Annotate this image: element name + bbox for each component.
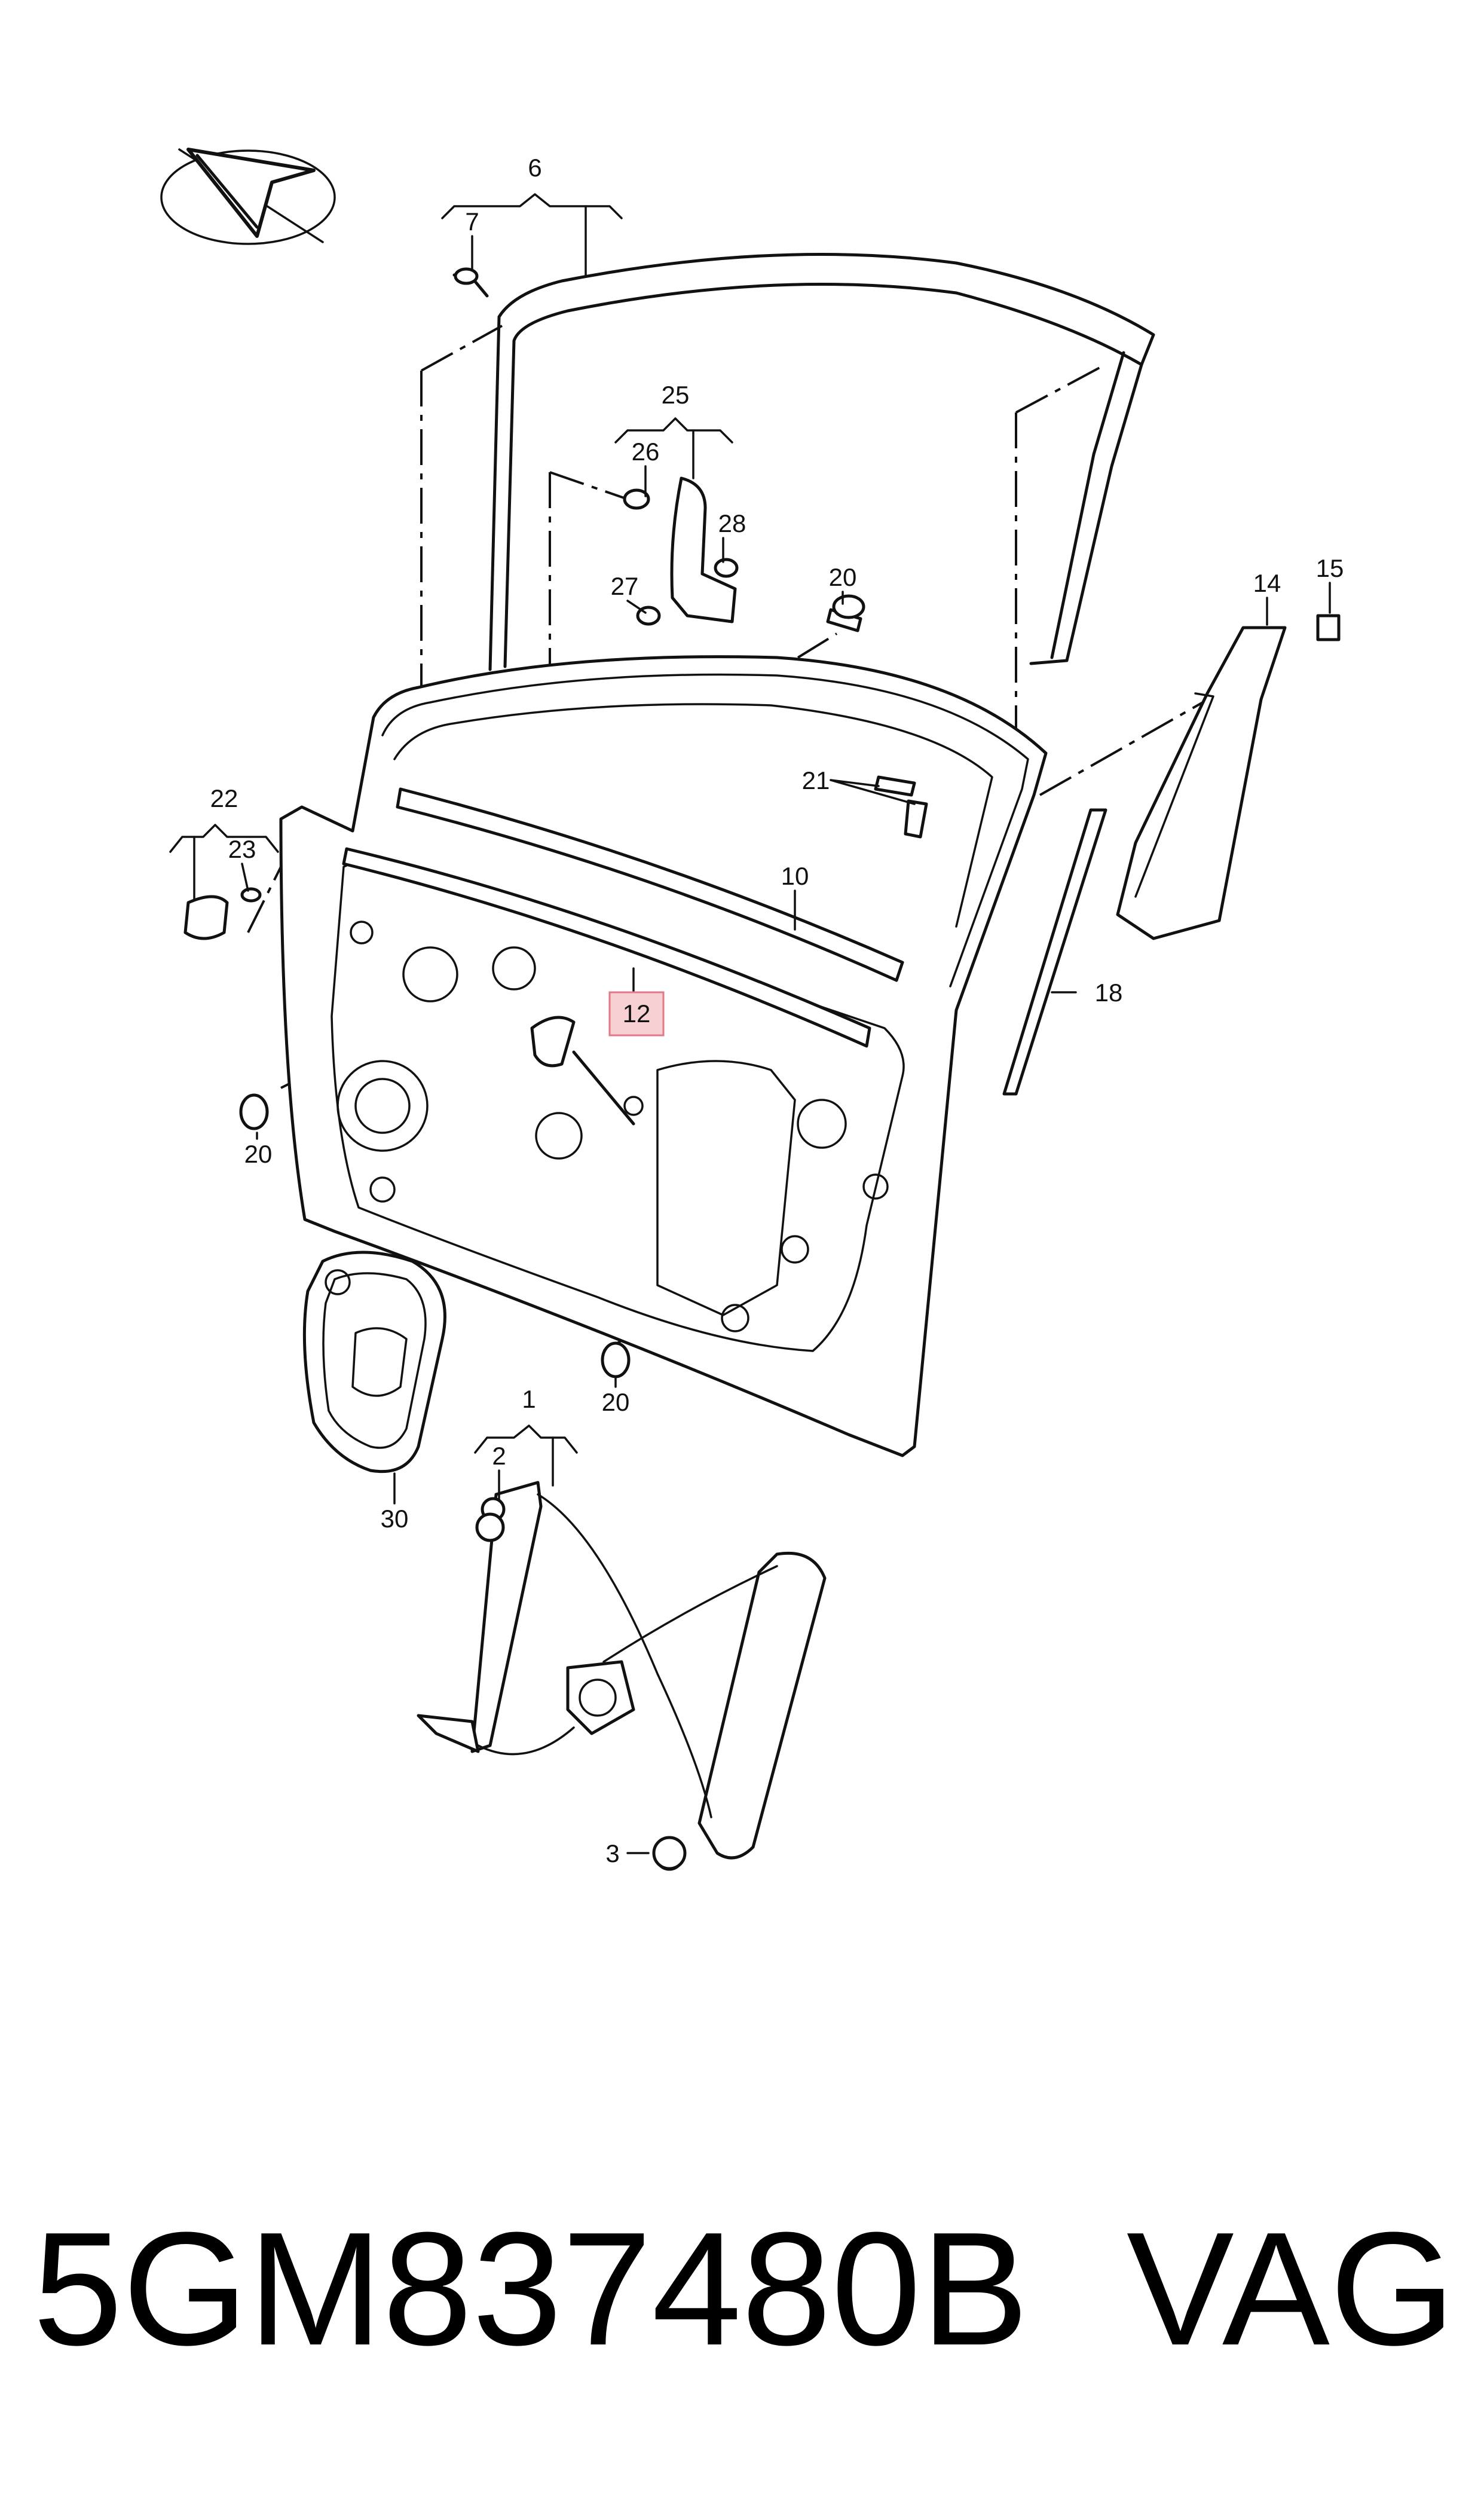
cover-plate — [302, 1251, 446, 1473]
callout-10: 10 — [781, 862, 809, 890]
door-seal-strip — [1002, 808, 1107, 1096]
callout-3: 3 — [605, 1839, 619, 1867]
callout-12: 12 — [623, 999, 651, 1028]
footer: 5GM837480B VAG — [33, 2199, 1455, 2379]
window-regulator — [417, 1481, 827, 1871]
brand-name: VAG — [1126, 2199, 1455, 2379]
callout-20-left: 20 — [244, 1140, 273, 1168]
window-guide-bracket — [670, 476, 737, 623]
door-shell — [279, 655, 1048, 1457]
callout-30: 30 — [381, 1505, 409, 1533]
window-frame-seal — [488, 252, 1155, 671]
highlighted-callout-box — [608, 991, 665, 1037]
callout-14: 14 — [1253, 569, 1281, 597]
callout-6: 6 — [528, 154, 541, 182]
callout-26: 26 — [632, 438, 660, 466]
viewing-direction-icon — [160, 148, 336, 245]
callout-20-top: 20 — [829, 563, 857, 591]
callout-leaders — [169, 193, 1331, 1854]
callout-25: 25 — [662, 381, 690, 409]
callout-15: 15 — [1316, 554, 1344, 582]
callout-2: 2 — [492, 1442, 506, 1470]
callout-labels: 6 7 25 26 28 27 20 14 15 21 22 23 10 12 … — [210, 154, 1344, 1867]
window-channel-strip — [342, 787, 904, 1048]
callout-23: 23 — [228, 835, 256, 863]
part-number: 5GM837480B — [33, 2199, 1029, 2379]
guide-rail — [1116, 626, 1287, 940]
callout-7: 7 — [465, 207, 479, 236]
callout-28: 28 — [718, 509, 746, 537]
callout-27: 27 — [611, 572, 639, 600]
callout-20-bottom: 20 — [602, 1388, 630, 1416]
callout-21: 21 — [802, 766, 830, 794]
callout-18: 18 — [1095, 979, 1123, 1007]
callout-22: 22 — [210, 784, 238, 812]
callout-1: 1 — [522, 1385, 536, 1413]
fasteners — [183, 267, 1341, 1870]
